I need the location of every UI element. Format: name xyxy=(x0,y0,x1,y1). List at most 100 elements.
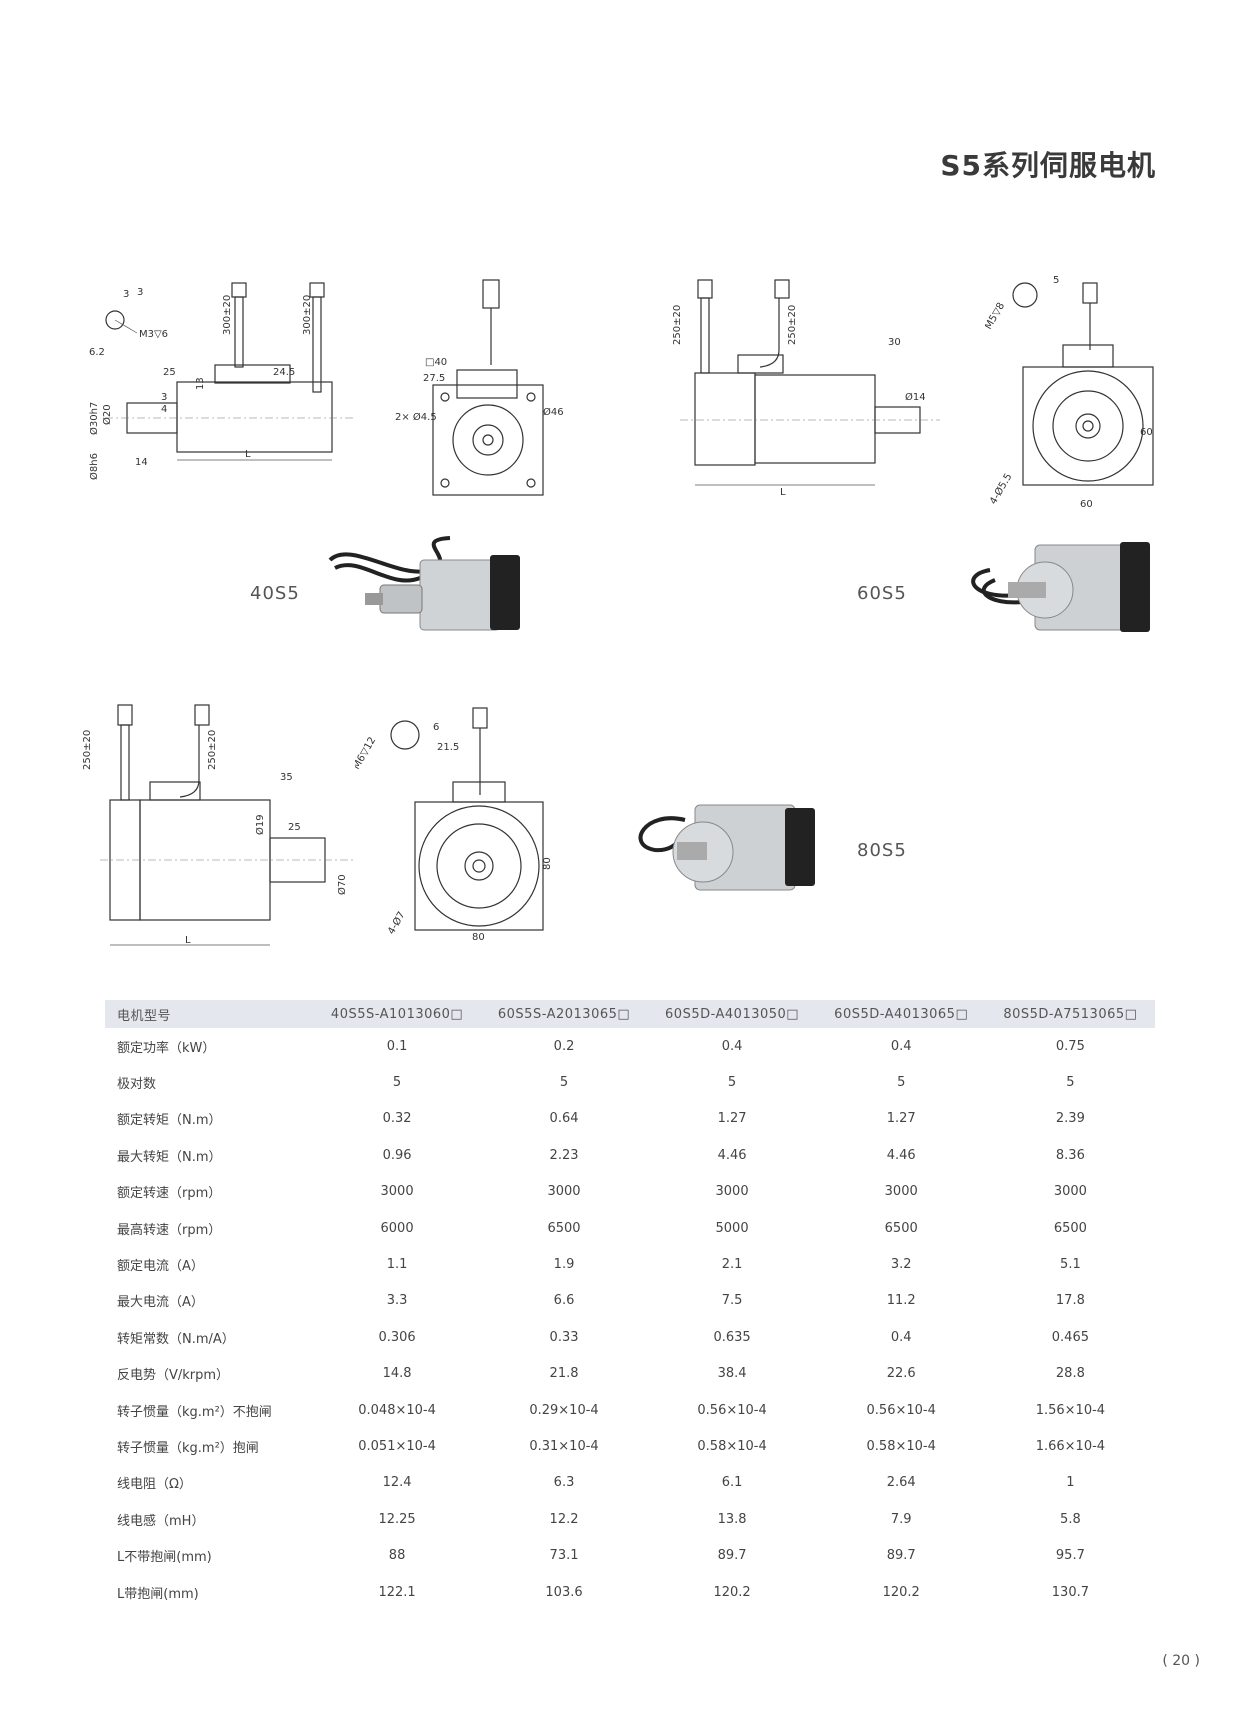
spec-param-label: 极对数 xyxy=(117,1077,157,1093)
spec-param-label: 线电阻（Ω） xyxy=(117,1477,192,1493)
drawing-40s5-front: □40 27.5 2× Ø4.5 Ø46 xyxy=(395,275,565,515)
drawing-80s5-front: M6▽12 6 21.5 80 80 4-Ø7 xyxy=(355,700,565,940)
svg-text:6.2: 6.2 xyxy=(89,347,105,358)
spec-param-label: 转子惯量（kg.m²）抱闸 xyxy=(117,1440,259,1456)
spec-value-cell: 6.3 xyxy=(553,1475,575,1491)
spec-value-cell: 88 xyxy=(388,1548,406,1564)
svg-text:25: 25 xyxy=(288,822,301,833)
spec-value-cell: 122.1 xyxy=(378,1584,416,1600)
spec-header-cell: 40S5S-A1013060□ xyxy=(313,1000,481,1028)
spec-param-label: 反电势（V/krpm） xyxy=(117,1368,230,1384)
svg-text:5: 5 xyxy=(1053,275,1059,286)
spec-value-cell: 3000 xyxy=(884,1184,918,1200)
spec-value-cell: 5 xyxy=(392,1075,402,1091)
spec-param-label: 最高转速（rpm） xyxy=(117,1222,222,1238)
svg-text:24.5: 24.5 xyxy=(273,367,295,378)
svg-text:L: L xyxy=(185,935,191,946)
spec-value-cell: 7.9 xyxy=(890,1511,912,1527)
spec-value-cell: 0.56×10-4 xyxy=(697,1402,767,1418)
spec-value-cell: 0.75 xyxy=(1055,1038,1085,1054)
spec-value-cell: 0.29×10-4 xyxy=(529,1402,599,1418)
motor-photo-40s5 xyxy=(320,530,550,650)
spec-value-cell: 14.8 xyxy=(382,1366,412,1382)
spec-param-label: 额定转矩（N.m） xyxy=(117,1113,222,1129)
spec-value-cell: 2.39 xyxy=(1055,1111,1085,1127)
svg-text:2× Ø4.5: 2× Ø4.5 xyxy=(395,411,437,423)
svg-text:250±20: 250±20 xyxy=(207,730,218,770)
svg-text:Ø14: Ø14 xyxy=(905,391,926,403)
drawing-40s5-side: 3 3 6.2 M3▽6 300±20 300±20 25 24.5 3 4 1… xyxy=(85,275,385,530)
svg-text:300±20: 300±20 xyxy=(222,295,233,335)
page-title: S5系列伺服电机 xyxy=(940,149,1156,182)
table-row: 转子惯量（kg.m²）不抱闸 0.048×10-4 0.29×10-4 0.56×10… xyxy=(105,1392,1155,1428)
svg-text:3: 3 xyxy=(161,392,167,403)
spec-value-cell: 1.66×10-4 xyxy=(1035,1438,1106,1454)
svg-text:21.5: 21.5 xyxy=(437,742,459,753)
model-label-60s5: 60S5 xyxy=(857,583,907,604)
svg-text:Ø46: Ø46 xyxy=(543,406,564,418)
spec-value-cell: 0.4 xyxy=(890,1038,912,1054)
spec-value-cell: 0.465 xyxy=(1051,1329,1089,1345)
spec-param-label: 最大转矩（N.m） xyxy=(117,1149,222,1165)
svg-text:25: 25 xyxy=(163,367,176,378)
spec-value-cell: 17.8 xyxy=(1055,1293,1085,1309)
spec-value-cell: 6.1 xyxy=(721,1475,743,1491)
spec-value-cell: 120.2 xyxy=(882,1584,920,1600)
model-label-40s5: 40S5 xyxy=(250,583,300,604)
svg-text:L: L xyxy=(780,487,786,498)
svg-text:80: 80 xyxy=(472,932,485,940)
spec-value-cell: 0.635 xyxy=(713,1329,751,1345)
spec-header-cell: 60S5D-A4013065□ xyxy=(816,1000,986,1028)
spec-param-label: L不带抱闸(mm) xyxy=(117,1550,212,1566)
spec-value-cell: 1.27 xyxy=(886,1111,916,1127)
svg-text:14: 14 xyxy=(135,457,148,468)
spec-value-cell: 6500 xyxy=(1053,1220,1087,1236)
svg-text:250±20: 250±20 xyxy=(787,305,798,345)
spec-value-cell: 4.46 xyxy=(717,1147,747,1163)
spec-value-cell: 5 xyxy=(897,1075,906,1091)
spec-value-cell: 2.23 xyxy=(549,1147,579,1163)
spec-value-cell: 12.4 xyxy=(382,1475,412,1491)
spec-value-cell: 5000 xyxy=(715,1220,749,1236)
drawing-60s5-side: 250±20 250±20 30 L Ø14 xyxy=(670,275,960,525)
svg-text:□40: □40 xyxy=(425,357,447,368)
spec-value-cell: 120.2 xyxy=(713,1584,751,1600)
spec-value-cell: 1.1 xyxy=(386,1257,408,1273)
spec-value-cell: 3.2 xyxy=(890,1257,912,1273)
spec-value-cell: 6.6 xyxy=(553,1293,575,1309)
spec-value-cell: 7.5 xyxy=(721,1293,743,1309)
spec-table-header-row: 电机型号 40S5S-A1013060□ 60S5S-A2013065□ 60S… xyxy=(105,1000,1155,1028)
spec-value-cell: 5 xyxy=(559,1075,569,1091)
spec-param-label: 转矩常数（N.m/A） xyxy=(117,1331,235,1347)
svg-text:4-Ø5.5: 4-Ø5.5 xyxy=(987,471,1014,506)
svg-text:L: L xyxy=(245,449,251,460)
spec-value-cell: 8.36 xyxy=(1055,1147,1085,1163)
svg-text:35: 35 xyxy=(280,772,293,783)
spec-value-cell: 0.96 xyxy=(382,1147,412,1163)
spec-value-cell: 89.7 xyxy=(886,1548,916,1564)
svg-text:M3▽6: M3▽6 xyxy=(139,329,168,340)
spec-value-cell: 0.2 xyxy=(553,1038,575,1054)
spec-value-cell: 0.048×10-4 xyxy=(358,1402,436,1418)
spec-value-cell: 2.64 xyxy=(886,1475,916,1491)
spec-value-cell: 5 xyxy=(1066,1075,1075,1091)
svg-text:Ø70: Ø70 xyxy=(336,874,348,895)
spec-header-cell: 60S5D-A4013050□ xyxy=(647,1000,817,1028)
spec-value-cell: 0.4 xyxy=(890,1329,912,1345)
svg-text:60: 60 xyxy=(1080,499,1093,510)
spec-param-label: 转子惯量（kg.m²）不抱闸 xyxy=(117,1404,272,1420)
spec-value-cell: 6500 xyxy=(547,1220,581,1236)
svg-text:Ø19: Ø19 xyxy=(254,814,266,835)
spec-header-cell: 60S5S-A2013065□ xyxy=(480,1000,648,1028)
page-number: ( 20 ) xyxy=(1162,1653,1200,1669)
spec-value-cell: 22.6 xyxy=(886,1366,916,1382)
